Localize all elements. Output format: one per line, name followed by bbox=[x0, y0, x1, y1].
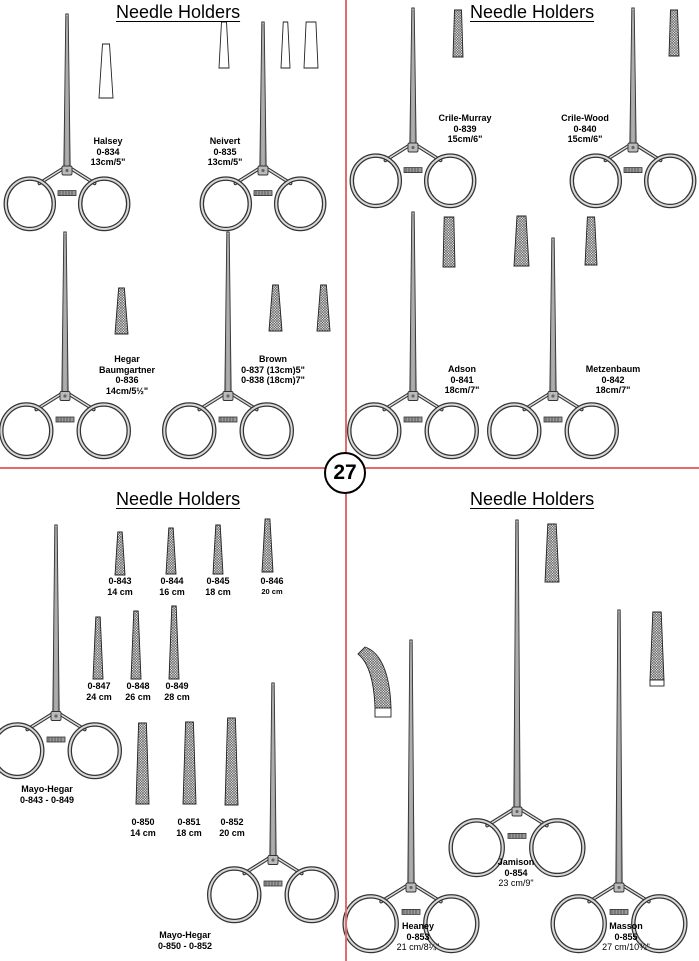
heading-bottom-left: Needle Holders bbox=[116, 489, 241, 509]
instrument-crile-murray bbox=[349, 7, 477, 209]
jaw-inset-0-843 bbox=[114, 531, 126, 576]
jaw-inset-0-851 bbox=[182, 721, 197, 805]
heading-bottom-right: Needle Holders bbox=[470, 489, 595, 509]
label-jamison: Jamison 0-854 23 cm/9" bbox=[497, 857, 535, 888]
jaw-inset-metzenbaum-2 bbox=[584, 216, 598, 266]
jaw-inset-neivert-1 bbox=[218, 21, 230, 69]
instrument-masson bbox=[550, 609, 688, 954]
jaw-inset-adson bbox=[442, 216, 456, 268]
label-neivert: Neivert 0-835 13cm/5" bbox=[207, 136, 243, 167]
label-mayo-hegar-a: Mayo-Hegar 0-843 - 0-849 bbox=[19, 784, 75, 805]
jaw-inset-0-849 bbox=[168, 605, 180, 680]
instrument-brown bbox=[162, 231, 294, 460]
page-number-badge: 27 bbox=[324, 452, 366, 494]
label-halsey: Halsey 0-834 13cm/5" bbox=[90, 136, 126, 167]
label-heaney: Heaney 0-853 21 cm/8¼" bbox=[396, 921, 440, 952]
jaw-inset-crile-murray bbox=[452, 9, 464, 58]
jaw-inset-0-845 bbox=[212, 524, 224, 575]
label-hegar-baumgartner: Hegar Baumgartner 0-836 14cm/5½" bbox=[98, 354, 155, 396]
jaw-inset-0-852 bbox=[224, 717, 239, 806]
jaw-inset-hegar bbox=[114, 287, 129, 335]
instrument-adson bbox=[347, 211, 479, 460]
instrument-neivert bbox=[199, 21, 327, 232]
jaw-inset-brown-2 bbox=[316, 284, 331, 332]
label-adson: Adson 0-841 18cm/7" bbox=[444, 364, 480, 395]
instrument-crile-wood bbox=[569, 7, 697, 209]
jaw-inset-jamison bbox=[544, 523, 560, 583]
jaw-inset-0-844 bbox=[165, 527, 177, 575]
instrument-hegar-baumgartner bbox=[0, 231, 131, 460]
jaw-inset-0-848 bbox=[130, 610, 142, 680]
heading-top-right: Needle Holders bbox=[470, 2, 595, 22]
jaw-inset-masson-base bbox=[649, 679, 665, 687]
instrument-mayo-hegar-b bbox=[207, 682, 339, 924]
label-crile-murray: Crile-Murray 0-839 15cm/6" bbox=[438, 113, 492, 144]
label-masson: Masson 0-855 27 cm/10¾" bbox=[602, 921, 650, 952]
jaw-inset-heaney-base bbox=[374, 707, 392, 718]
instrument-mayo-hegar-a bbox=[0, 524, 122, 780]
jaw-inset-0-846 bbox=[261, 518, 274, 573]
jaw-inset-0-847 bbox=[92, 616, 104, 680]
instrument-heaney bbox=[342, 639, 480, 954]
jaw-inset-0-850 bbox=[135, 722, 150, 805]
jaw-inset-brown-1 bbox=[268, 284, 283, 332]
instrument-jamison bbox=[448, 519, 586, 878]
jaw-inset-neivert-2 bbox=[280, 21, 291, 69]
jaw-inset-neivert-3 bbox=[303, 21, 319, 69]
jaw-inset-masson bbox=[649, 611, 665, 681]
label-metzenbaum: Metzenbaum 0-842 18cm/7" bbox=[585, 364, 641, 395]
jaw-inset-heaney bbox=[357, 646, 392, 709]
heading-top-left: Needle Holders bbox=[116, 2, 241, 22]
label-crile-wood: Crile-Wood 0-840 15cm/6" bbox=[561, 113, 609, 144]
label-mayo-hegar-b: Mayo-Hegar 0-850 - 0-852 bbox=[157, 930, 213, 951]
jaw-inset-metzenbaum-1 bbox=[513, 215, 530, 267]
instrument-metzenbaum bbox=[487, 237, 619, 460]
jaw-inset-crile-wood bbox=[668, 9, 680, 57]
label-brown: Brown 0-837 (13cm)5" 0-838 (18cm)7" bbox=[241, 354, 305, 385]
jaw-inset-halsey bbox=[98, 43, 114, 99]
instrument-halsey bbox=[3, 13, 131, 232]
